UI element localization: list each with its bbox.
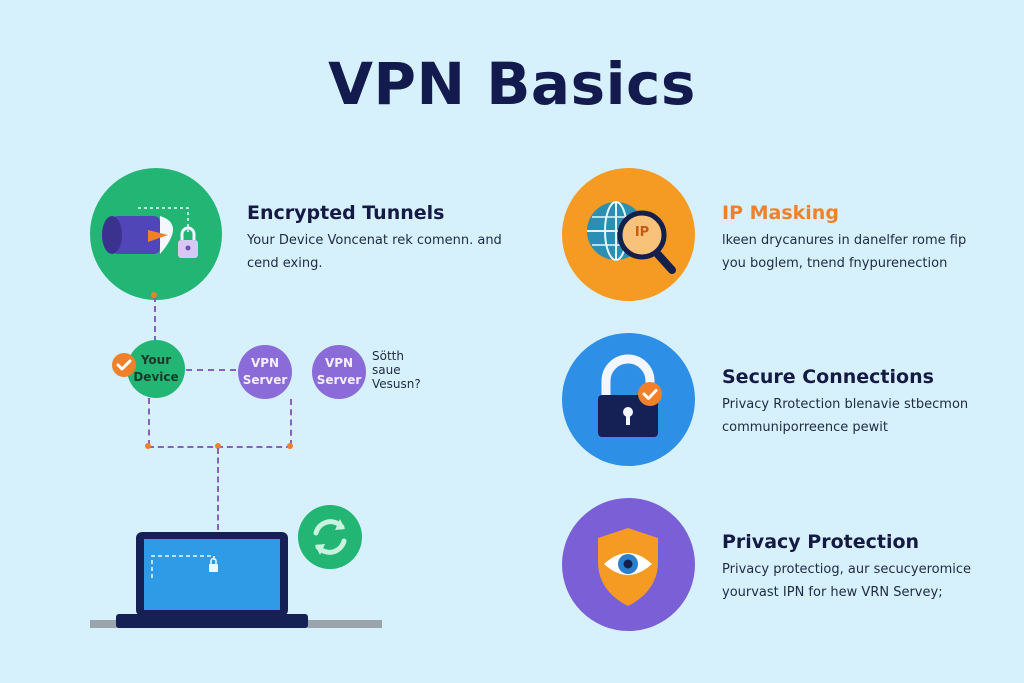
server-note: Sötth saue Vesusn? (372, 349, 421, 391)
ip-masking-title: IP Masking (722, 202, 839, 224)
encrypted-tunnels-title: Encrypted Tunnels (247, 202, 445, 224)
ip-badge: IP (634, 225, 650, 240)
privacy-protection-icon (562, 498, 695, 631)
privacy-protection-title: Privacy Protection (722, 531, 920, 553)
encrypted-tunnel-icon (90, 168, 222, 300)
connector-dot (151, 292, 157, 298)
connector-line (217, 448, 219, 530)
vpn-server-node (312, 345, 366, 399)
connector-line (148, 398, 150, 446)
connector-line (290, 399, 292, 446)
connector-dot (145, 443, 151, 449)
check-icon (112, 353, 136, 377)
ip-masking-desc: lkeen drycanures in danelfer rome fip yo… (722, 233, 967, 271)
laptop-icon (90, 528, 382, 636)
secure-connections-icon (562, 333, 695, 466)
encrypted-tunnels-desc: Your Device Voncenat rek comenn. and cen… (247, 233, 502, 271)
secure-connections-desc: Privacy Rrotection blenavie stbecmon com… (722, 397, 969, 435)
connector-line (154, 296, 156, 342)
your-device-node (127, 340, 185, 398)
vpn-server-label: VPN Server (242, 356, 288, 387)
connector-line (186, 369, 236, 371)
refresh-icon (298, 505, 362, 569)
vpn-server-label: VPN Server (316, 356, 362, 387)
connector-dot (287, 443, 293, 449)
vpn-server-node (238, 345, 292, 399)
your-device-label: Your Device (133, 353, 179, 384)
privacy-protection-desc: Privacy protectiog, aur secucyeromice yo… (722, 562, 971, 600)
secure-connections-title: Secure Connections (722, 366, 934, 388)
page-title: VPN Basics (328, 50, 696, 118)
connector-dot (215, 443, 221, 449)
ip-masking-icon (562, 168, 695, 301)
